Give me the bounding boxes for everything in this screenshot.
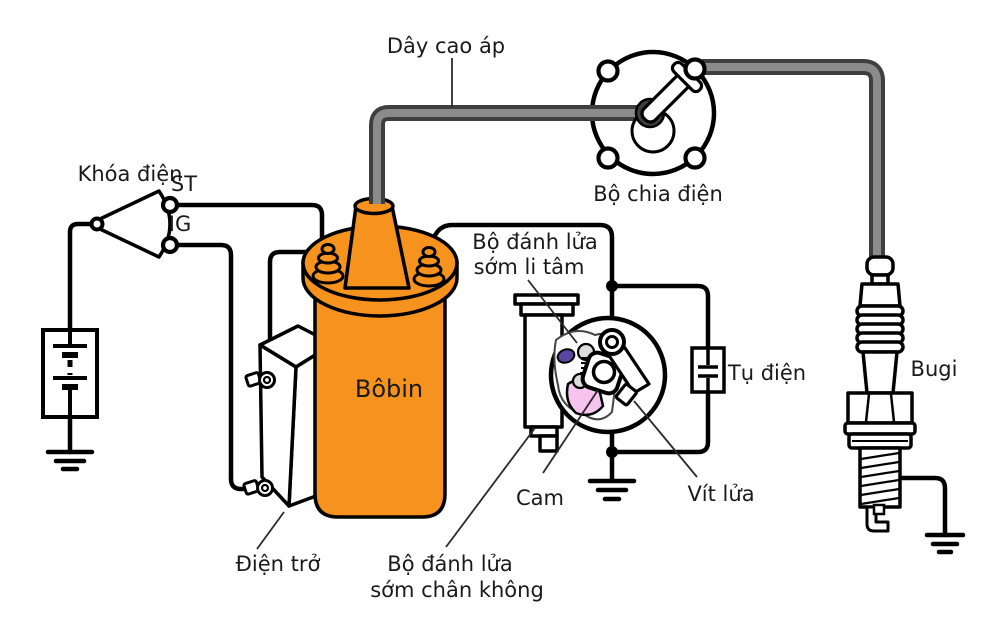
coil-terminal-left [311,243,345,285]
label-centrifugal-advance-2: sớm li tâm [474,255,585,279]
coil-body [313,293,447,519]
label-ignition-switch: Khóa điện [78,162,183,186]
ground-symbol-spark-plug [924,532,966,555]
high-voltage-cable-coil-core [373,109,649,204]
label-distributor: Bộ chia điện [593,182,723,206]
label-vacuum-advance-1: Bộ đánh lửa [387,552,512,576]
switch-common-contact [89,216,105,232]
cam-shaft-hole [591,359,617,385]
pointer-vacuum-advance [445,427,536,548]
cap-post-se [683,146,707,170]
pointer-centrifugal-advance [527,279,578,344]
coil-terminal-right [412,246,446,288]
label-spark-plug: Bugi [911,357,958,381]
battery [41,328,99,419]
text-labels: Dây cao áp Khóa điện ST IG Bộ chia điện … [78,34,958,602]
label-high-voltage-wire: Dây cao áp [387,34,505,58]
spark-plug-center-tip [872,503,886,516]
ground-symbol-battery [45,449,95,472]
spark-plug-electrode [865,505,890,533]
high-voltage-cable-plug-core [702,63,881,258]
pointer-cam [542,389,599,474]
points-contact-block [614,382,638,407]
cap-post-sw [596,146,620,170]
coil-label: Bôbin [355,375,423,403]
distributor [369,49,885,258]
cap-post-ne [683,57,707,81]
advance-pivot-purple [556,348,576,364]
spark-plug-thread-lines [860,451,900,506]
wire-capacitor-bottom-branch [609,389,711,455]
wire-battery-to-switch [67,221,94,335]
wire-resistor-to-coil [267,249,319,379]
points-pivot-hole [605,335,619,349]
wire-ig-to-resistor [174,242,257,492]
pointer-contact-points [633,400,698,478]
ground-symbol-points [587,478,637,502]
label-vacuum-advance-2: sớm chân không [370,578,544,602]
switch-ig-contact [160,235,180,255]
label-terminal-ig: IG [169,212,191,236]
spark-plug-ribs [855,304,905,354]
switch-st-contact [160,195,180,215]
cap-post-nw [596,59,620,83]
wire-capacitor-top-branch [609,283,711,351]
wire-plug-to-ground [899,475,948,538]
callout-lines [256,58,698,550]
pointer-resistor [256,511,285,550]
wire-st-to-coil [174,202,325,249]
spark-plug-hex [846,391,914,425]
label-contact-points: Vít lửa [687,482,754,506]
resistor-terminal-bottom [242,479,274,497]
junction-dot-top [606,280,618,292]
resistor-terminal-top [244,371,276,389]
ignition-coil: Bôbin [301,196,459,519]
label-capacitor: Tụ điện [727,361,806,385]
label-terminal-st: ST [171,172,197,196]
spark-plug [843,255,917,533]
label-centrifugal-advance-1: Bộ đánh lửa [472,230,597,254]
ignition-switch [89,189,180,259]
capacitor [690,346,726,394]
label-cam: Cam [516,486,564,510]
label-resistor: Điện trở [236,552,321,576]
junction-dot-bottom [606,446,618,458]
